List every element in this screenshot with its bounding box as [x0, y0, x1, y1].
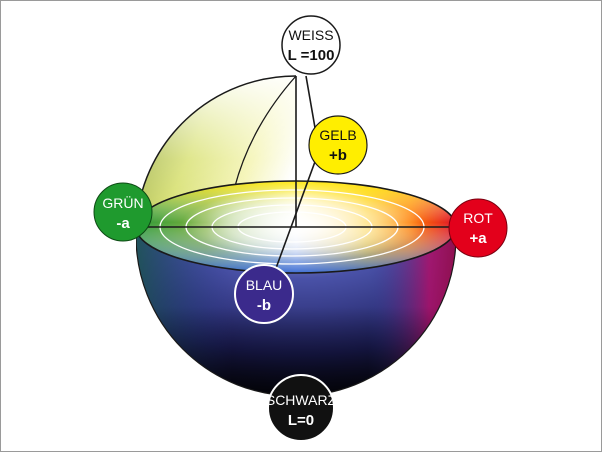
label-red-name: ROT — [463, 210, 493, 226]
label-red: ROT +a — [448, 198, 508, 258]
label-black: SCHWARZ L=0 — [266, 374, 337, 442]
b-axis — [267, 147, 321, 291]
label-white: WEISS L =100 — [281, 15, 341, 75]
label-yellow: GELB +b — [308, 115, 368, 175]
label-green: GRÜN -a — [93, 182, 153, 242]
label-blue-name: BLAU — [246, 277, 283, 293]
label-red-value: +a — [469, 230, 487, 247]
label-green-value: -a — [116, 215, 130, 232]
label-white-value: L =100 — [288, 47, 335, 64]
label-black-value: L=0 — [288, 412, 314, 429]
label-black-name: SCHWARZ — [266, 392, 337, 408]
label-white-name: WEISS — [288, 27, 333, 43]
label-yellow-value: +b — [329, 147, 347, 164]
label-blue: BLAU -b — [234, 264, 294, 324]
axes — [136, 75, 456, 291]
label-blue-value: -b — [257, 297, 271, 314]
label-yellow-name: GELB — [319, 127, 356, 143]
label-green-name: GRÜN — [102, 194, 143, 211]
